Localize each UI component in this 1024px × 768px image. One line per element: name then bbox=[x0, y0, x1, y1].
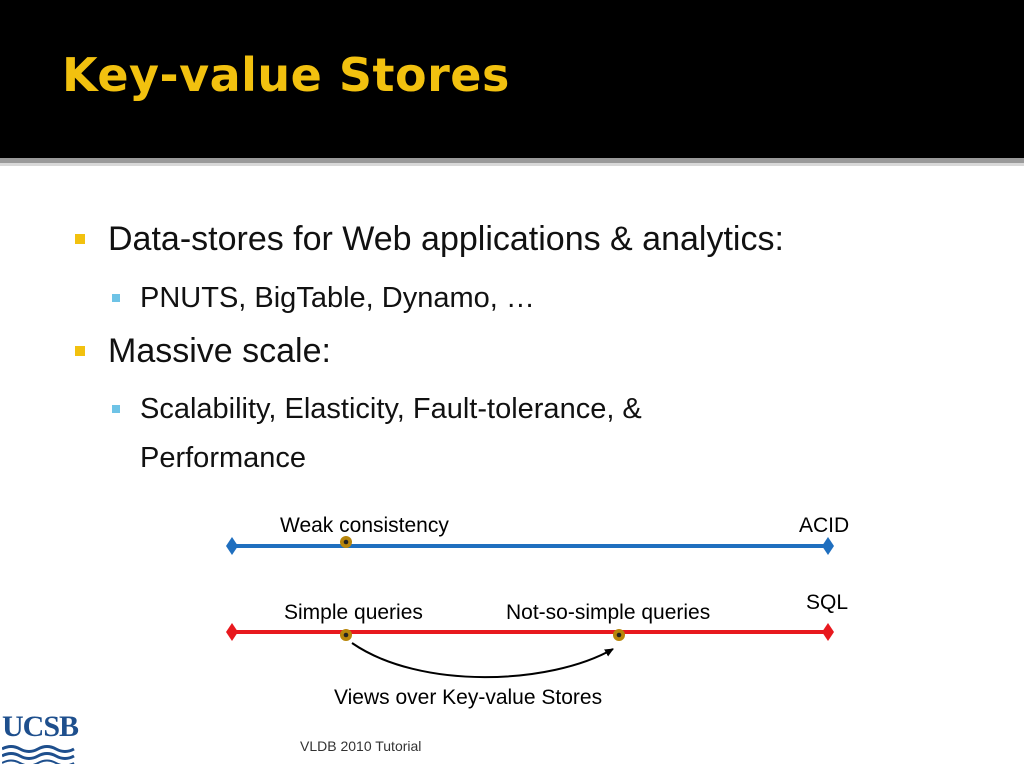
title-divider bbox=[0, 158, 1024, 163]
not-so-simple-queries-marker-icon bbox=[613, 629, 625, 641]
consistency-axis-left-diamond-icon bbox=[226, 537, 238, 555]
ucsb-logo: UCSB bbox=[2, 710, 79, 743]
views-over-kv-label: Views over Key-value Stores bbox=[334, 686, 602, 709]
logo-waves-icon bbox=[2, 745, 75, 764]
query-axis-right-diamond-icon bbox=[822, 623, 834, 641]
query-axis-left-diamond-icon bbox=[226, 623, 238, 641]
views-arrow bbox=[351, 642, 614, 679]
consistency-axis-right-diamond-icon bbox=[822, 537, 834, 555]
title-divider-light bbox=[0, 163, 1024, 166]
bullet-performance: Performance bbox=[140, 442, 307, 474]
footer-text: VLDB 2010 Tutorial bbox=[300, 738, 422, 754]
simple-queries-marker-icon bbox=[340, 629, 352, 641]
bullet-square-icon bbox=[75, 234, 85, 244]
bullet-scalability: Scalability, Elasticity, Fault-tolerance… bbox=[140, 393, 642, 425]
bullet-massive-scale: Massive scale: bbox=[108, 332, 331, 370]
weak-consistency-marker-icon bbox=[340, 536, 352, 548]
sub-bullet-square-icon bbox=[112, 294, 120, 302]
weak-consistency-label: Weak consistency bbox=[280, 514, 449, 537]
logo-text: UCSB bbox=[2, 710, 79, 743]
acid-label: ACID bbox=[799, 514, 849, 537]
bullet-data-stores: Data-stores for Web applications & analy… bbox=[108, 220, 784, 258]
simple-queries-label: Simple queries bbox=[284, 601, 423, 624]
bullet-square-icon bbox=[75, 346, 85, 356]
sub-bullet-square-icon bbox=[112, 405, 120, 413]
not-so-simple-queries-label: Not-so-simple queries bbox=[506, 601, 710, 624]
bullet-systems: PNUTS, BigTable, Dynamo, … bbox=[140, 282, 535, 314]
slide-title: Key-value Stores bbox=[62, 48, 510, 102]
sql-label: SQL bbox=[806, 591, 848, 614]
title-bar: Key-value Stores bbox=[0, 0, 1024, 158]
